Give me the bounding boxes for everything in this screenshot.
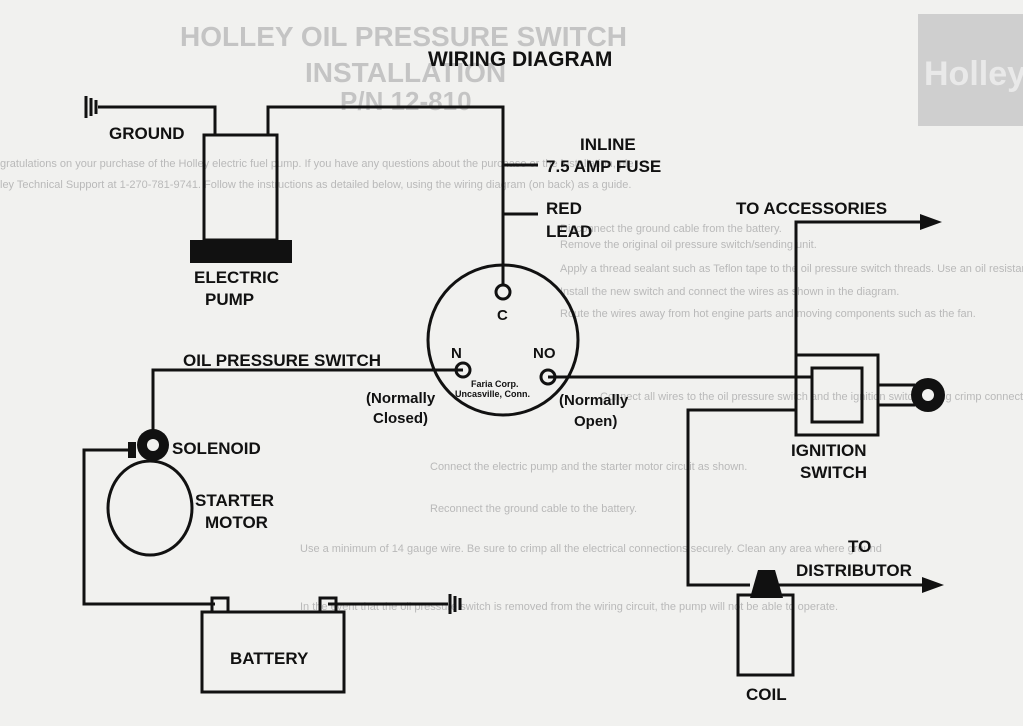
bleed-through-text: HOLLEY OIL PRESSURE SWITCH INSTALLATION … xyxy=(0,14,1023,613)
accessories-arrow-icon xyxy=(920,214,942,230)
terminal-n-label: N xyxy=(451,345,462,362)
normally-closed-label-2: Closed) xyxy=(373,410,428,427)
ignition-switch xyxy=(794,353,945,437)
ghost-step-4: Install the new switch and connect the w… xyxy=(560,286,899,298)
ignition-switch-label-2: SWITCH xyxy=(800,463,867,482)
ghost-heading-1: HOLLEY OIL PRESSURE SWITCH xyxy=(180,21,627,52)
ghost-step-2: Remove the original oil pressure switch/… xyxy=(560,239,817,251)
diagram-title: WIRING DIAGRAM xyxy=(428,48,612,71)
ghost-step-5: Route the wires away from hot engine par… xyxy=(560,308,976,320)
ground-label: GROUND xyxy=(109,124,185,143)
solenoid-signal-wire xyxy=(151,368,463,432)
starter-motor-label-2: MOTOR xyxy=(205,513,268,532)
terminal-c-label: C xyxy=(497,307,508,324)
electric-pump-label-1: ELECTRIC xyxy=(194,268,279,287)
to-distributor-label-2: DISTRIBUTOR xyxy=(796,561,912,580)
ghost-step-3: Apply a thread sealant such as Teflon ta… xyxy=(560,263,1023,275)
ghost-logo: Holley xyxy=(924,55,1023,93)
battery-label: BATTERY xyxy=(230,649,309,668)
oil-pressure-switch-label: OIL PRESSURE SWITCH xyxy=(183,351,381,370)
battery-feed-wire xyxy=(82,448,215,606)
pump-feed-wire xyxy=(266,105,505,285)
accessories-wire xyxy=(794,220,925,360)
ghost-step-1: Disconnect the ground cable from the bat… xyxy=(560,223,782,235)
ghost-step-7: Connect the electric pump and the starte… xyxy=(430,461,747,473)
ghost-note-1: Use a minimum of 14 gauge wire. Be sure … xyxy=(300,543,882,555)
ghost-intro-1: gratulations on your purchase of the Hol… xyxy=(0,158,634,170)
coil-label: COIL xyxy=(746,685,787,704)
electric-pump-label-2: PUMP xyxy=(205,290,254,309)
ghost-heading-3: P/N 12-810 xyxy=(340,86,472,116)
battery xyxy=(200,596,346,694)
inline-fuse-label-2: 7.5 AMP FUSE xyxy=(546,157,661,176)
red-lead-label-2: LEAD xyxy=(546,222,592,241)
red-lead-label-1: RED xyxy=(546,199,582,218)
coil xyxy=(736,570,795,677)
starter-motor xyxy=(106,459,194,557)
ghost-intro-2: ley Technical Support at 1-270-781-9741.… xyxy=(0,179,631,191)
starter-motor-label-1: STARTER xyxy=(195,491,274,510)
wires xyxy=(82,105,928,606)
to-accessories-label: TO ACCESSORIES xyxy=(736,199,887,218)
arrowheads xyxy=(920,214,944,593)
distributor-arrow-icon xyxy=(922,577,944,593)
ground-symbol-top xyxy=(84,96,98,118)
normally-open-label-1: (Normally xyxy=(559,392,629,409)
ghost-logo-box xyxy=(918,14,1023,126)
ghost-step-8: Reconnect the ground cable to the batter… xyxy=(430,503,637,515)
to-distributor-label-1: TO xyxy=(848,537,871,556)
solenoid-label: SOLENOID xyxy=(172,439,261,458)
pump-ground-wire xyxy=(98,105,217,135)
oil-pressure-switch xyxy=(426,263,580,417)
normally-open-label-2: Open) xyxy=(574,413,617,430)
normally-closed-label-1: (Normally xyxy=(366,390,436,407)
ignition-switch-label-1: IGNITION xyxy=(791,441,867,460)
maker-label-1: Faria Corp. xyxy=(471,379,519,389)
labels: WIRING DIAGRAM GROUND ELECTRIC PUMP INLI… xyxy=(109,48,912,704)
terminal-no-label: NO xyxy=(533,345,556,362)
solenoid xyxy=(128,429,169,461)
inline-fuse-label-1: INLINE xyxy=(580,135,636,154)
maker-label-2: Uncasville, Conn. xyxy=(455,389,530,399)
ground-symbol-bottom xyxy=(448,594,462,614)
electric-pump xyxy=(190,133,292,263)
coil-feed-wire xyxy=(686,408,796,587)
ghost-heading-2: INSTALLATION xyxy=(305,57,506,88)
